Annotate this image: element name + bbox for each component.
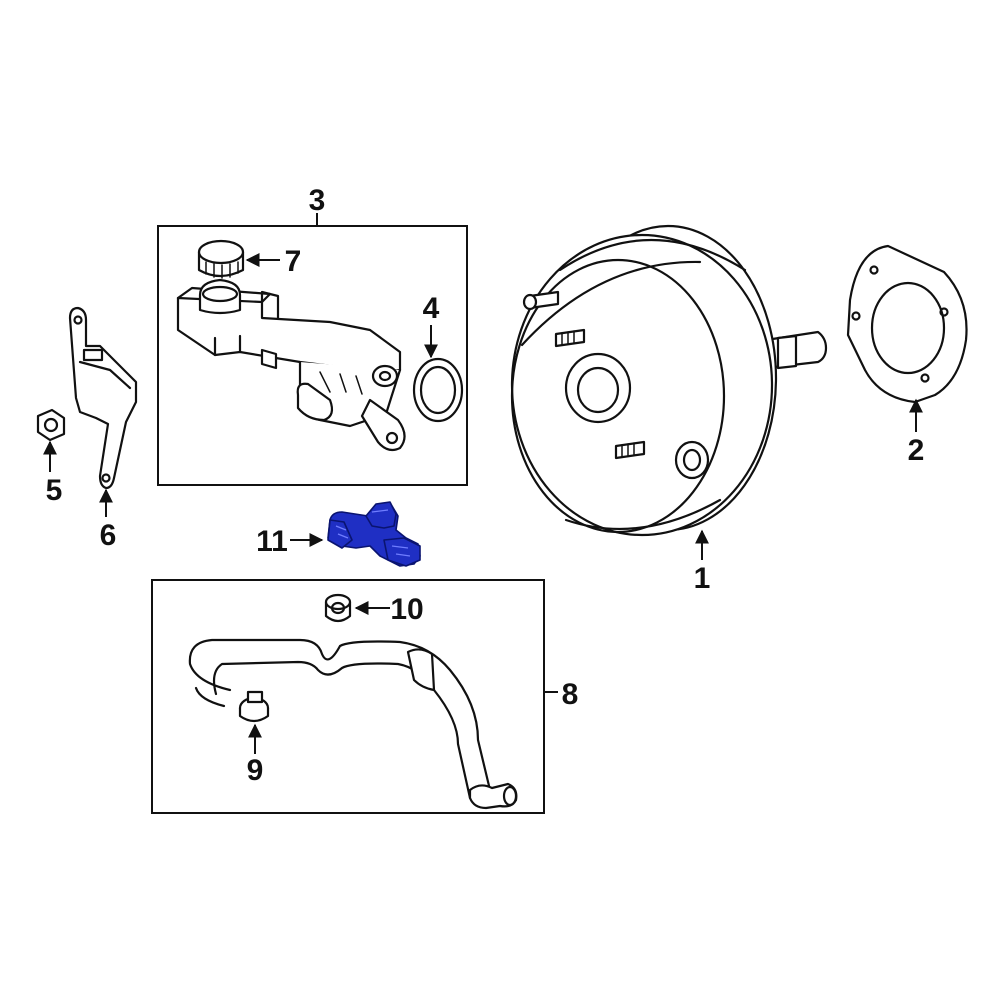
callout-4: 4 xyxy=(423,292,440,325)
callout-7: 7 xyxy=(285,245,302,278)
callout-3: 3 xyxy=(309,184,326,217)
callout-10: 10 xyxy=(390,593,423,626)
callout-9: 9 xyxy=(247,754,264,787)
brake-booster[interactable] xyxy=(510,224,828,537)
leader-lines xyxy=(43,213,923,754)
reservoir-cap[interactable] xyxy=(197,239,245,279)
vacuum-hose-box xyxy=(151,579,545,814)
vacuum-hose[interactable] xyxy=(188,638,518,810)
highlighted-hose-connector[interactable] xyxy=(327,501,421,567)
master-cylinder-box xyxy=(157,225,468,486)
hose-clamp[interactable] xyxy=(238,690,270,723)
callout-8: 8 xyxy=(562,678,579,711)
callout-2: 2 xyxy=(908,434,925,467)
grommet[interactable] xyxy=(324,593,352,623)
callout-5: 5 xyxy=(46,474,63,507)
master-cylinder[interactable] xyxy=(176,278,406,452)
hex-nut[interactable] xyxy=(36,408,66,442)
callout-1: 1 xyxy=(694,562,711,595)
booster-gasket[interactable] xyxy=(846,244,968,404)
master-cylinder-seal[interactable] xyxy=(412,357,464,423)
mounting-bracket[interactable] xyxy=(68,306,138,490)
callout-11: 11 xyxy=(256,525,288,558)
callout-6: 6 xyxy=(100,519,117,552)
